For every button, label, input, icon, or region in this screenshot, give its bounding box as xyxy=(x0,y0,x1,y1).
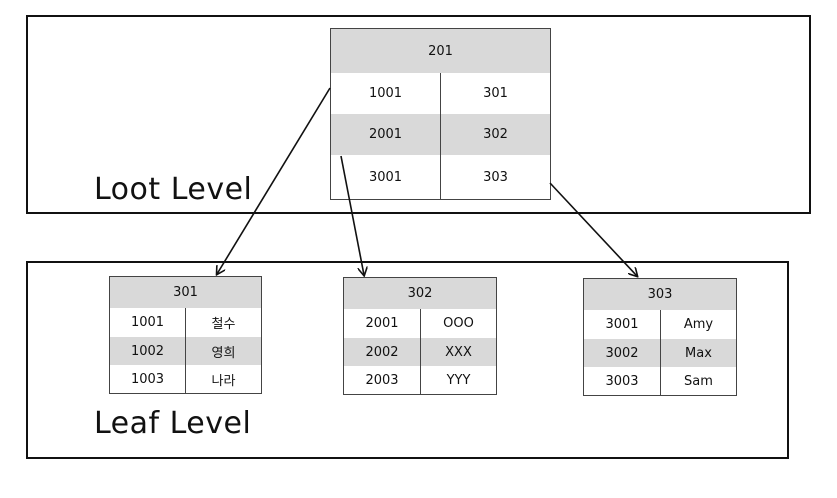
pointer-cell: 303 xyxy=(483,169,508,185)
value-cell: 철수 xyxy=(211,317,236,332)
table-row: 3002 Max xyxy=(584,339,736,367)
key-cell: 1001 xyxy=(331,73,441,114)
value-cell: XXX xyxy=(445,344,472,360)
key-cell: 3002 xyxy=(584,339,661,367)
key-cell: 3001 xyxy=(331,155,441,199)
key-cell: 3003 xyxy=(584,367,661,395)
table-header: 302 xyxy=(344,278,496,309)
table-header: 201 xyxy=(331,29,550,73)
arrow-to-302 xyxy=(340,155,364,275)
leaf-node-table-301: 301 1001 철수 1002 영희 1003 나라 xyxy=(109,276,262,394)
key-cell: 2001 xyxy=(331,114,441,155)
leaf-node-table-302: 302 2001 OOO 2002 XXX 2003 YYY xyxy=(343,277,497,395)
value-cell: Amy xyxy=(683,317,714,332)
arrow-to-301 xyxy=(217,87,331,274)
table-row: 3003 Sam xyxy=(584,367,736,395)
table-header: 303 xyxy=(584,279,736,310)
arrow-to-303 xyxy=(549,182,637,276)
leaf-node-table-303: 303 3001 Amy 3002 Max 3003 Sam xyxy=(583,278,737,396)
root-level-label: Loot Level xyxy=(94,172,253,207)
key-cell: 2003 xyxy=(344,366,421,394)
table-row: 2003 YYY xyxy=(344,366,496,394)
table-row: 2001 OOO xyxy=(344,309,496,338)
value-cell: 영희 xyxy=(211,345,236,361)
key-cell: 3001 xyxy=(584,310,661,339)
leaf-level-label: Leaf Level xyxy=(94,406,252,441)
table-row: 1003 나라 xyxy=(110,365,261,393)
key-cell: 1002 xyxy=(110,337,186,365)
table-row: 3001 303 xyxy=(331,155,550,199)
value-cell: Max xyxy=(685,345,712,361)
root-node-table: 201 1001 301 2001 302 3001 303 xyxy=(330,28,551,200)
table-row: 2001 302 xyxy=(331,114,550,155)
value-cell: 나라 xyxy=(211,373,236,389)
table-row: 2002 XXX xyxy=(344,338,496,366)
table-row: 1001 철수 xyxy=(110,308,261,337)
table-row: 3001 Amy xyxy=(584,310,736,339)
value-cell: Sam xyxy=(684,373,713,389)
value-cell: OOO xyxy=(443,316,474,331)
key-cell: 1003 xyxy=(110,365,186,393)
pointer-cell: 302 xyxy=(483,127,508,142)
value-cell: YYY xyxy=(446,372,471,388)
table-row: 1002 영희 xyxy=(110,337,261,365)
key-cell: 2002 xyxy=(344,338,421,366)
table-header: 301 xyxy=(110,277,261,308)
key-cell: 1001 xyxy=(110,308,186,337)
table-row: 1001 301 xyxy=(331,73,550,114)
pointer-cell: 301 xyxy=(483,86,508,101)
key-cell: 2001 xyxy=(344,309,421,338)
